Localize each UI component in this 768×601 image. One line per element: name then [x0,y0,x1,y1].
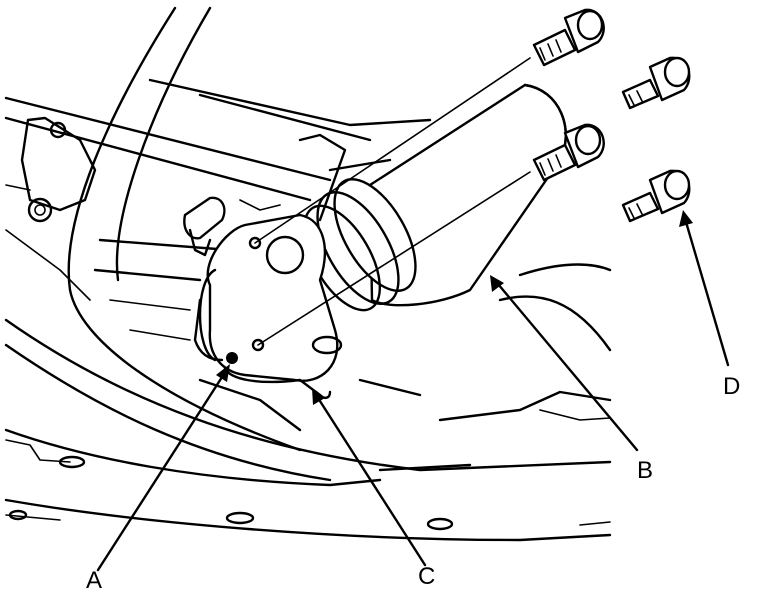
bolt-icon [532,8,605,67]
flange-bolts [532,8,691,223]
callout-c: C [418,563,435,590]
vehicle-underbody [4,6,612,542]
alignment-lines [254,57,531,346]
flange-joint [183,196,343,400]
callout-d: D [723,373,740,400]
callout-a: A [86,567,102,594]
leader-lines [96,210,730,572]
bolt-icon [621,56,691,110]
propeller-shaft [302,83,567,312]
bolt-icon [532,123,605,182]
callout-b: B [637,457,653,484]
bolt-icon [621,169,691,223]
